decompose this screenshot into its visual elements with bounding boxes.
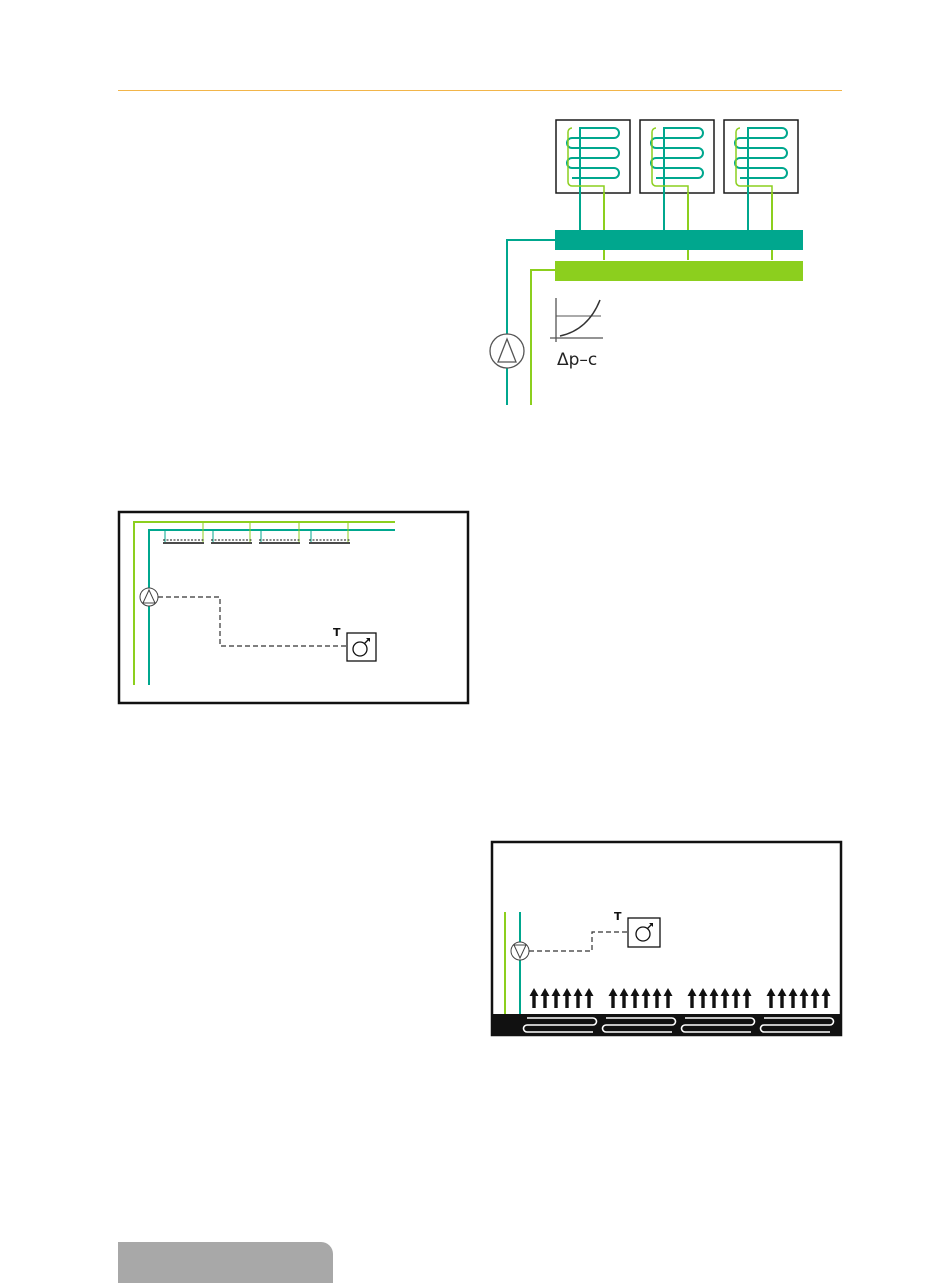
page-tab xyxy=(118,1242,333,1283)
diagram-floor-heating-thermostat: T xyxy=(492,842,841,1035)
curve-label: Δp–c xyxy=(557,350,597,370)
pump-icon xyxy=(490,334,524,368)
return-manifold xyxy=(555,261,803,281)
thermostat-icon xyxy=(347,633,376,661)
diagram-2-frame xyxy=(119,512,468,703)
thermostat-icon xyxy=(628,918,660,947)
thermostat-label: T xyxy=(333,626,341,639)
supply-manifold xyxy=(555,230,803,250)
diagram-1: Δp–c xyxy=(490,120,803,405)
thermostat-label: T xyxy=(614,910,622,923)
diagram-radiator-thermostat: T xyxy=(119,512,468,703)
pump-icon xyxy=(140,588,158,606)
heating-loop-1 xyxy=(556,120,630,195)
pump-icon xyxy=(511,942,529,960)
heating-loop-3 xyxy=(724,120,798,195)
pressure-curve-icon xyxy=(550,298,603,342)
heating-loop-2 xyxy=(640,120,714,195)
